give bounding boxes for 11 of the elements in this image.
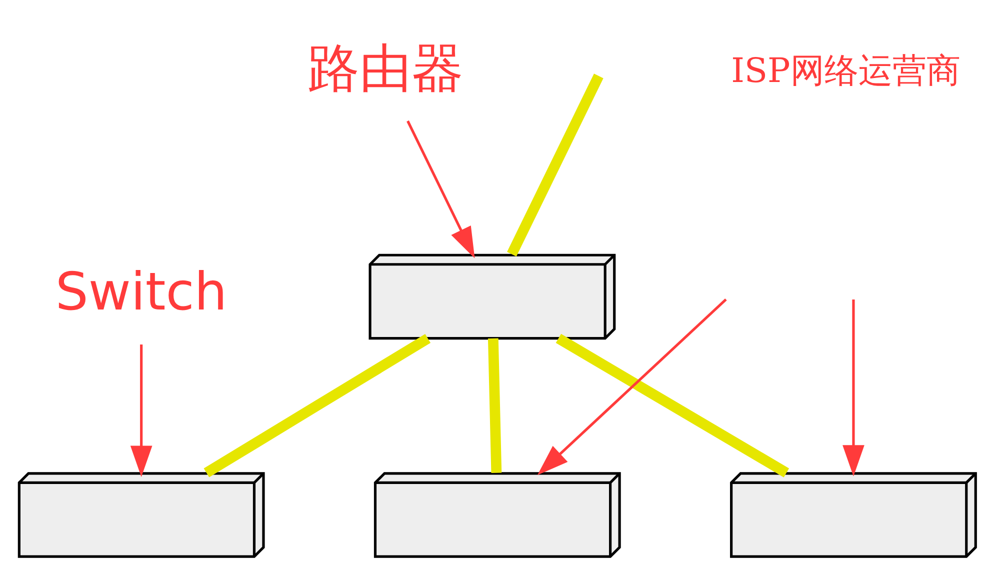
arrow xyxy=(537,298,727,475)
connector xyxy=(204,333,431,477)
node-text: Switch xyxy=(55,262,228,322)
arrow xyxy=(130,344,152,476)
connector xyxy=(488,338,502,472)
arrow xyxy=(842,298,864,476)
connector xyxy=(507,73,604,256)
connector xyxy=(556,333,790,477)
node-text: 路由器 xyxy=(308,38,464,99)
arrow xyxy=(406,120,475,258)
label: ISP网络运营商 xyxy=(731,50,960,90)
